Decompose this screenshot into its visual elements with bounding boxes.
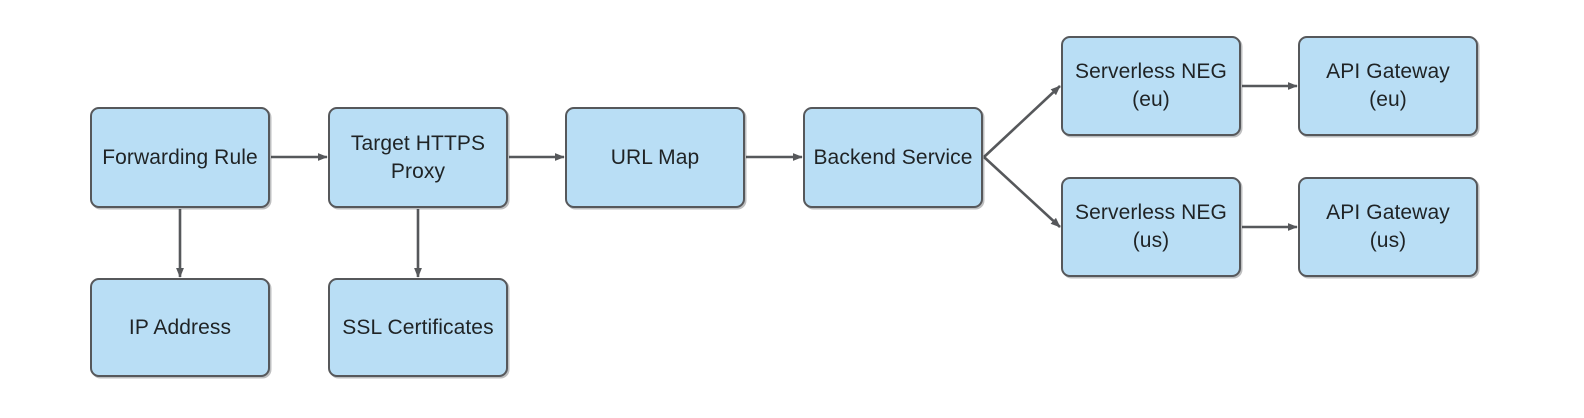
node-label-forwarding-rule: Forwarding Rule [102,145,258,169]
node-forwarding-rule[interactable]: Forwarding Rule [90,107,270,208]
node-label-serverless-neg-us: Serverless NEG (us) [1075,201,1227,252]
node-label-target-https-proxy: Target HTTPS Proxy [350,131,486,183]
node-api-gateway-eu[interactable]: API Gateway (eu) [1298,36,1478,136]
node-label-ip-address: IP Address [128,315,232,339]
node-serverless-neg-eu[interactable]: Serverless NEG (eu) [1061,36,1241,136]
node-serverless-neg-us[interactable]: Serverless NEG (us) [1061,177,1241,277]
node-label-serverless-neg-eu: Serverless NEG (eu) [1075,60,1227,111]
node-label-api-gateway-us: API Gateway (us) [1326,201,1450,252]
node-target-https-proxy[interactable]: Target HTTPS Proxy [328,107,508,208]
node-backend-service[interactable]: Backend Service [803,107,983,208]
node-ip-address[interactable]: IP Address [90,278,270,377]
node-label-api-gateway-eu: API Gateway (eu) [1326,60,1450,111]
node-label-ssl-certificates: SSL Certificates [342,315,494,339]
edge-backend-service-to-serverless-neg-eu [983,85,1061,158]
node-ssl-certificates[interactable]: SSL Certificates [328,278,508,377]
node-label-backend-service: Backend Service [813,145,973,169]
node-api-gateway-us[interactable]: API Gateway (us) [1298,177,1478,277]
node-label-url-map: URL Map [610,145,700,169]
node-url-map[interactable]: URL Map [565,107,745,208]
edge-backend-service-to-serverless-neg-us [983,156,1061,228]
